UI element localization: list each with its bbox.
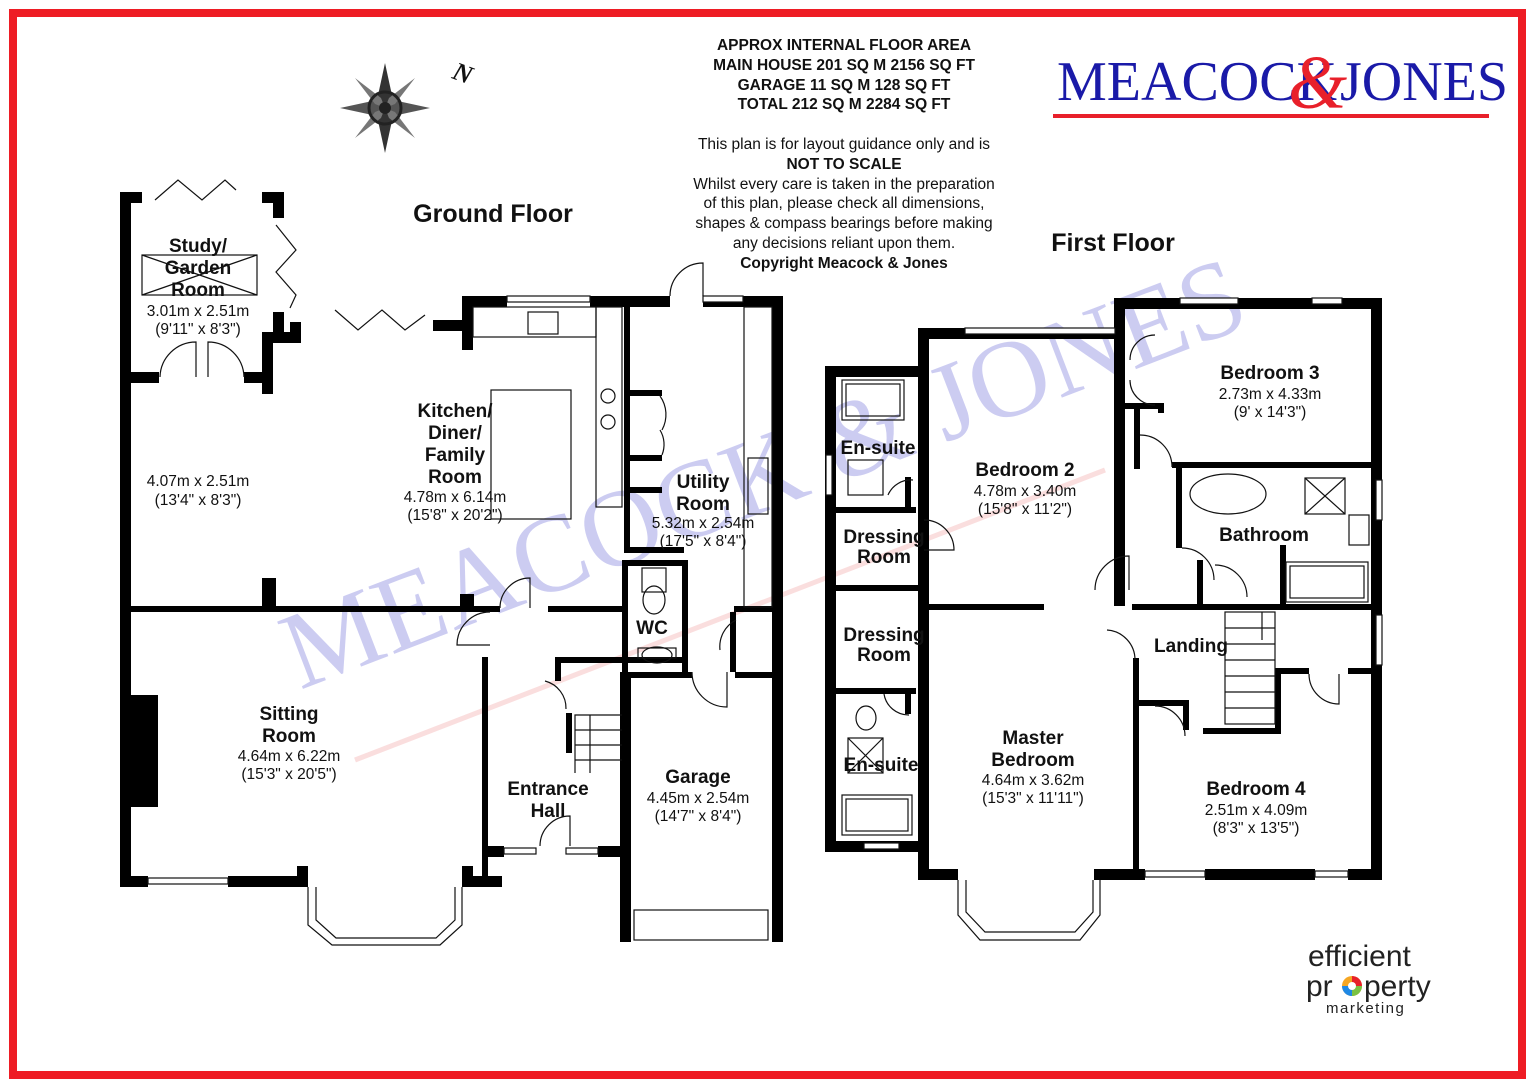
sitting-dim-0: 4.64m x 6.22m (238, 748, 341, 765)
master-dim-1: (15'3" x 11'11") (982, 790, 1084, 807)
bedroom-3-dim-0: 2.73m x 4.33m (1219, 386, 1322, 403)
kitchen-dim-1: (15'8" x 20'2") (407, 507, 502, 524)
floor-area-block: APPROX INTERNAL FLOOR AREA MAIN HOUSE 20… (713, 37, 975, 113)
aperture-icon (1342, 976, 1362, 996)
compass-icon: N (340, 56, 478, 153)
kitchen-label-0: Kitchen/ (418, 401, 494, 422)
bedroom-3-dim-1: (9' x 14'3") (1234, 404, 1307, 421)
epm-line-1: efficient (1308, 940, 1412, 973)
compass-north-label: N (448, 56, 478, 90)
bedroom-2-label: Bedroom 2 (975, 460, 1074, 481)
ground-floor-fixtures (141, 179, 773, 946)
area-line-3: TOTAL 212 SQ M 2284 SQ FT (738, 96, 951, 113)
bedroom-2-dim-1: (15'8" x 11'2") (978, 501, 1072, 518)
bedroom-4-label: Bedroom 4 (1206, 779, 1306, 800)
kitchen-label-1: Diner/ (428, 423, 483, 444)
disclaimer-block: This plan is for layout guidance only an… (693, 136, 995, 272)
ensuite-1-label: En-suite (841, 438, 916, 459)
master-dim-0: 4.64m x 3.62m (982, 772, 1085, 789)
utility-label-1: Room (676, 494, 730, 515)
bedroom-3-label: Bedroom 3 (1220, 363, 1319, 384)
dressing-1-label-0: Dressing (843, 527, 924, 548)
meacock-jones-logo: MEACOCK & JONES (1053, 41, 1508, 125)
first-floor-labels: En-suite Bedroom 2 4.78m x 3.40m (15'8" … (841, 363, 1322, 837)
lounge-area-dim-0: 4.07m x 2.51m (147, 473, 250, 490)
logo-right: JONES (1340, 51, 1508, 113)
disclaimer-line-2: Whilst every care is taken in the prepar… (693, 176, 995, 193)
first-floor-fixtures (825, 297, 1383, 941)
dressing-2-label-0: Dressing (843, 625, 924, 646)
ground-floor-walls (120, 192, 783, 942)
utility-dim-0: 5.32m x 2.54m (652, 515, 755, 532)
epm-line-2a: pr (1306, 970, 1333, 1003)
study-room-label-1: Garden (165, 258, 232, 279)
disclaimer-line-4: shapes & compass bearings before making (695, 215, 992, 232)
disclaimer-line-1: NOT TO SCALE (786, 156, 901, 173)
area-line-2: GARAGE 11 SQ M 128 SQ FT (738, 77, 951, 94)
lounge-area-dim-1: (13'4" x 8'3") (155, 492, 242, 509)
sitting-label-0: Sitting (259, 704, 318, 725)
sitting-dim-1: (15'3" x 20'5") (241, 766, 336, 783)
disclaimer-line-5: any decisions reliant upon them. (733, 235, 955, 252)
bedroom-4-dim-1: (8'3" x 13'5") (1213, 820, 1300, 837)
logo-left: MEACOCK (1057, 51, 1337, 113)
master-label-0: Master (1002, 728, 1064, 749)
study-room-dim-0: 3.01m x 2.51m (147, 303, 250, 320)
area-line-0: APPROX INTERNAL FLOOR AREA (717, 37, 971, 54)
sitting-label-1: Room (262, 726, 316, 747)
hall-label-0: Entrance (507, 779, 588, 800)
disclaimer-line-3: of this plan, please check all dimension… (704, 195, 985, 212)
utility-label-0: Utility (677, 472, 730, 493)
ensuite-2-label: En-suite (844, 755, 919, 776)
dressing-1-label-1: Room (857, 547, 911, 568)
page-border (9, 9, 1526, 1079)
hall-label-1: Hall (531, 801, 566, 822)
area-line-1: MAIN HOUSE 201 SQ M 2156 SQ FT (713, 57, 975, 74)
ground-floor-title: Ground Floor (413, 200, 573, 228)
study-room-label-2: Room (171, 280, 225, 301)
garage-dim-1: (14'7" x 8'4") (655, 808, 742, 825)
bathroom-label: Bathroom (1219, 525, 1309, 546)
efficient-property-marketing-logo: efficient pr perty marketing (1306, 940, 1431, 1017)
ground-floor-labels: Study/ Garden Room 3.01m x 2.51m (9'11" … (147, 236, 755, 825)
dressing-2-label-1: Room (857, 645, 911, 666)
bedroom-2-dim-0: 4.78m x 3.40m (974, 483, 1077, 500)
wc-label: WC (636, 618, 668, 639)
utility-dim-1: (17'5" x 8'4") (660, 533, 747, 550)
logo-ampersand: & (1288, 41, 1347, 125)
garage-dim-0: 4.45m x 2.54m (647, 790, 750, 807)
study-room-dim-1: (9'11" x 8'3") (155, 321, 241, 338)
epm-line-3: marketing (1326, 1000, 1405, 1017)
disclaimer-line-6: Copyright Meacock & Jones (740, 255, 948, 272)
kitchen-dim-0: 4.78m x 6.14m (404, 489, 507, 506)
epm-line-2b: perty (1364, 970, 1431, 1003)
disclaimer-line-0: This plan is for layout guidance only an… (698, 136, 990, 153)
bedroom-4-dim-0: 2.51m x 4.09m (1205, 802, 1308, 819)
garage-label: Garage (665, 767, 730, 788)
master-label-1: Bedroom (991, 750, 1074, 771)
kitchen-label-3: Room (428, 467, 482, 488)
first-floor-title: First Floor (1051, 229, 1175, 257)
study-room-label-0: Study/ (169, 236, 228, 257)
landing-label: Landing (1154, 636, 1228, 657)
kitchen-label-2: Family (425, 445, 486, 466)
